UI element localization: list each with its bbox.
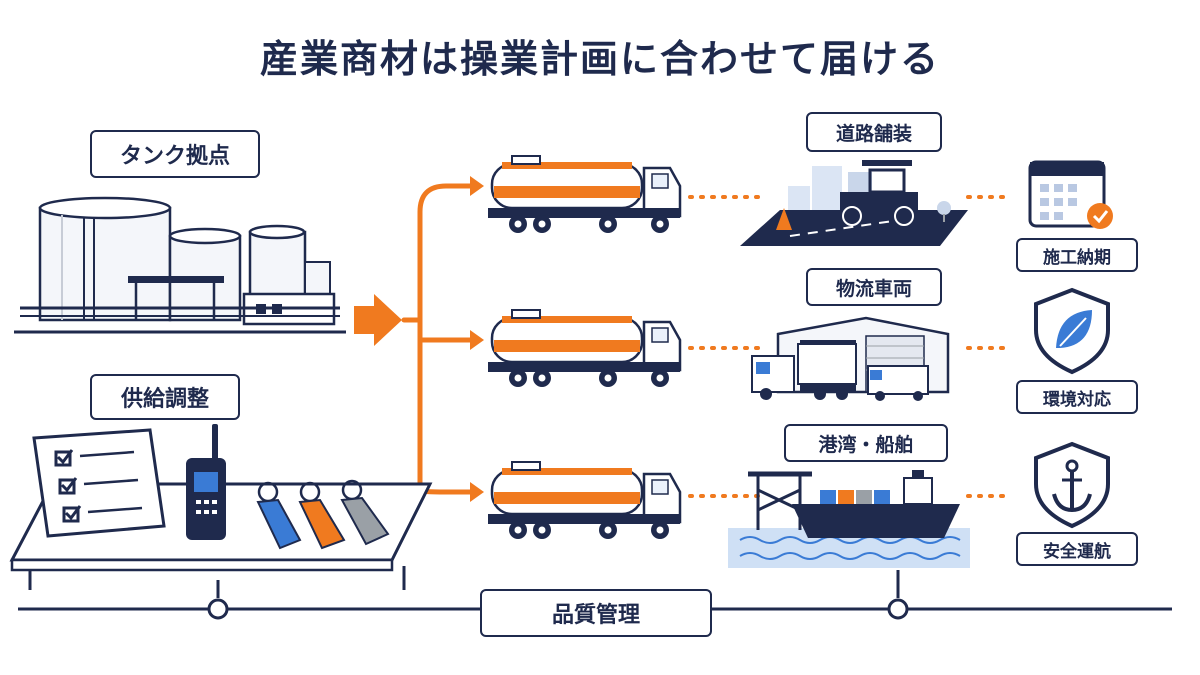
arrow-heads [470,176,484,502]
dotted-connectors [688,195,1012,498]
outcome-safe-navigation: 安全運航 [1016,532,1138,566]
flow-arrow-icon [354,294,402,346]
tag-icon [256,479,390,550]
destination-road-paving-label: 道路舗装 [806,112,942,152]
check-icon [54,449,82,523]
calendar-icon [1028,160,1113,229]
page-title: 産業商材は操業計画に合わせて届ける [259,37,940,81]
destination-logistics-label: 物流車両 [806,268,942,306]
tank-truck-3 [486,460,682,541]
tank-truck-2 [486,308,682,389]
leaf-shield-icon [1034,287,1110,375]
quality-management-label: 品質管理 [480,589,712,637]
branch-arrows [401,183,475,495]
outcome-construction-deadline: 施工納期 [1016,238,1138,272]
destination-port-label: 港湾・船舶 [784,424,948,462]
tank-base-illustration [14,196,346,334]
anchor-shield-icon [1034,441,1110,529]
tank-truck-1 [486,154,682,235]
port-ship-illustration [728,470,970,568]
supply-adjust-label: 供給調整 [90,374,240,420]
road-paving-illustration [740,160,968,246]
outcome-environmental: 環境対応 [1016,380,1138,414]
walkie-talkie-icon [186,424,226,540]
logistics-warehouse-illustration [751,316,950,401]
tank-base-label: タンク拠点 [90,130,260,178]
